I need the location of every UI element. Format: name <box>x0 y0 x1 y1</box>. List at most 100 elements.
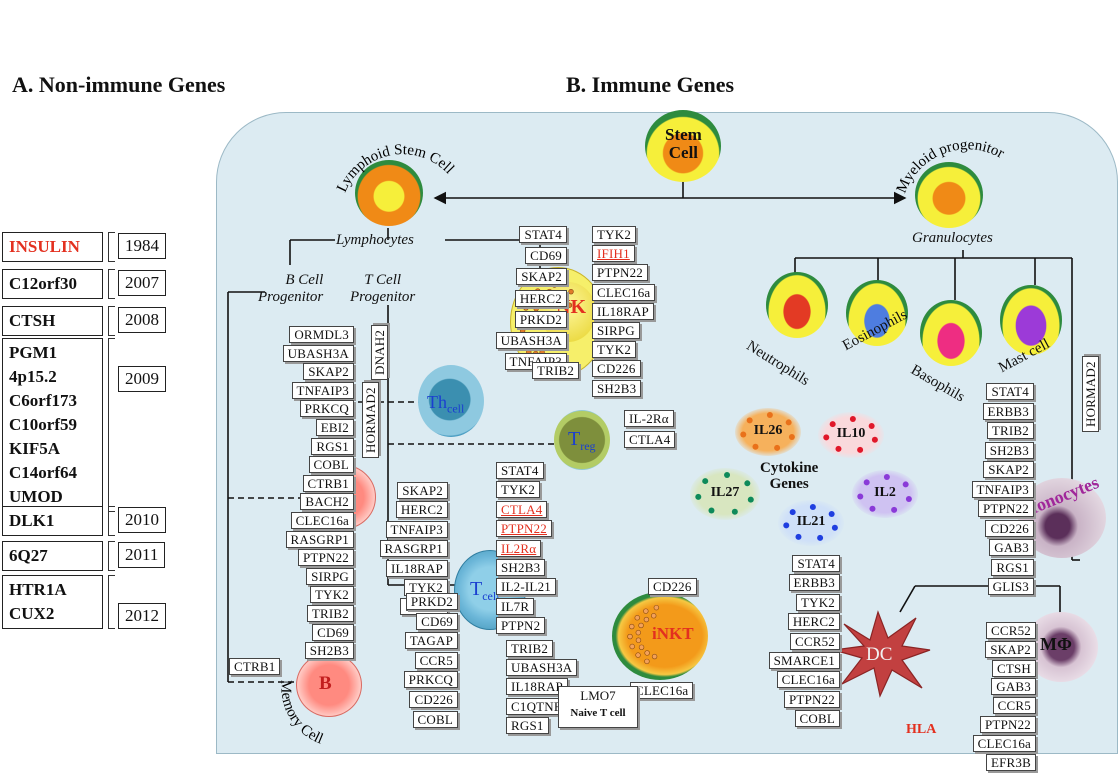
gene-label: SMARCE1 <box>768 652 840 669</box>
gene-label: IL2Rα <box>496 539 542 557</box>
cytokine-dot <box>789 509 796 516</box>
granule <box>627 633 633 640</box>
naive-label: Naive T cell <box>570 707 626 719</box>
granule <box>644 650 650 656</box>
gene-label: CD226 <box>592 360 641 378</box>
year-label: 2007 <box>118 270 166 296</box>
cytokine-line-2: Genes <box>769 476 809 492</box>
gene-label: CLEC16a <box>630 682 694 699</box>
gene-label: IL18RAP <box>592 302 654 320</box>
gene-label: CD69 <box>525 247 567 265</box>
gene-label: EFR3B <box>985 753 1036 771</box>
granule <box>635 629 641 636</box>
gene-hormad2-mono: HORMAD2 <box>1082 356 1099 432</box>
non-immune-gene: C6orf173 <box>9 391 77 410</box>
non-immune-gene: C14orf64 <box>9 463 77 482</box>
gene-label: BACH2 <box>300 493 354 511</box>
cytokine-dot <box>708 507 715 514</box>
year-bracket <box>108 575 115 629</box>
gene-label: PTPN22 <box>496 520 552 538</box>
granule <box>566 302 573 308</box>
cytokine-label: IL21 <box>796 514 826 529</box>
stem-label-line-1: Stem <box>665 125 702 144</box>
gene-label: CLEC16a <box>592 283 656 301</box>
b-prog-line-1: B Cell <box>285 272 324 288</box>
b-memory-cell <box>296 653 362 717</box>
dc-cell <box>833 610 931 698</box>
gene-label: SH2B3 <box>496 559 546 576</box>
granule <box>629 643 635 650</box>
mast-cell <box>1000 285 1062 355</box>
gene-label: TYK2 <box>592 341 637 359</box>
cytokine-dot <box>871 436 878 443</box>
cytokine-dots <box>857 474 912 513</box>
year-bracket <box>108 506 115 536</box>
gene-label: CCR5 <box>414 651 458 669</box>
cytokine-dot <box>809 504 816 511</box>
myeloid-arc-label: Myeloid progenitor <box>894 137 1007 195</box>
cytokine-line-1: Cytokine <box>760 460 819 476</box>
gene-label: STAT4 <box>986 383 1034 400</box>
granule <box>643 616 650 623</box>
gene-label: TYK2 <box>496 481 541 499</box>
gene-label: SKAP2 <box>983 461 1034 478</box>
year-label: 2008 <box>118 307 166 333</box>
gene-label: CCR52 <box>985 622 1036 639</box>
granule <box>643 608 649 614</box>
treg-label: Treg <box>568 428 596 454</box>
gene-label: TRIB2 <box>506 640 554 657</box>
gene-label: SH2B3 <box>304 642 354 660</box>
gene-label: PRKCQ <box>299 400 354 418</box>
dc-label: DC <box>866 644 893 665</box>
svg-text:Myeloid progenitor: Myeloid progenitor <box>894 137 1007 195</box>
gene-label: STAT4 <box>792 555 840 572</box>
gene-label: TNFAIP3 <box>385 520 448 538</box>
gene-label: ERBB3 <box>788 574 840 592</box>
tcell-sub: cell <box>482 589 500 603</box>
cytokine-label: IL10 <box>836 426 866 441</box>
gene-label: TNFAIP3 <box>291 381 354 399</box>
cytokine-dot <box>788 434 795 441</box>
cytokine-dots <box>823 416 878 453</box>
gene-label: RASGRP1 <box>285 530 354 548</box>
granule <box>629 623 635 630</box>
granule <box>634 615 640 621</box>
t-prog-line-1: T Cell <box>364 272 402 288</box>
svg-text:Memory Cell: Memory Cell <box>277 680 325 748</box>
gene-label: CTLA4 <box>496 500 548 518</box>
cytokine-dots <box>740 412 795 451</box>
cytokine-label: IL26 <box>753 423 783 438</box>
gene-label: CLEC16a <box>290 512 354 529</box>
basophil-cell <box>920 300 982 366</box>
non-immune-gene: CTSH <box>9 311 56 330</box>
cytokine-dot <box>869 505 876 512</box>
cytokine-dot <box>863 479 870 486</box>
mphi-label: MΦ <box>1040 634 1072 654</box>
th-text: Th <box>427 392 447 412</box>
lymphoid-text: Lymphoid Stem Cell <box>334 142 457 195</box>
gene-label: RGS1 <box>311 437 354 455</box>
gene-label: CCR5 <box>992 697 1036 715</box>
granule <box>651 653 658 660</box>
gene-label: CTRB1 <box>302 474 354 492</box>
non-immune-gene: C10orf59 <box>9 415 77 434</box>
gene-label: PTPN2 <box>496 617 546 635</box>
gene-label: STAT4 <box>519 226 567 243</box>
cytokine-dot <box>774 444 781 451</box>
granulocytes-label: Granulocytes <box>912 230 993 246</box>
gene-label: SKAP2 <box>397 482 448 499</box>
gene-label: SKAP2 <box>516 268 567 286</box>
granule <box>650 613 657 619</box>
year-bracket <box>108 338 115 512</box>
granule <box>638 644 645 650</box>
macrophage-cell <box>1024 612 1098 682</box>
gene-label: TRIB2 <box>532 362 580 379</box>
gene-label: CLEC16a <box>972 734 1036 752</box>
gene-label: EBI2 <box>315 419 354 436</box>
memory-arc-label: Memory Cell <box>277 680 325 748</box>
gene-label: PTPN22 <box>978 500 1034 517</box>
gene-group-1: C12orf30 <box>2 269 103 299</box>
cytokine-dot <box>695 493 702 500</box>
